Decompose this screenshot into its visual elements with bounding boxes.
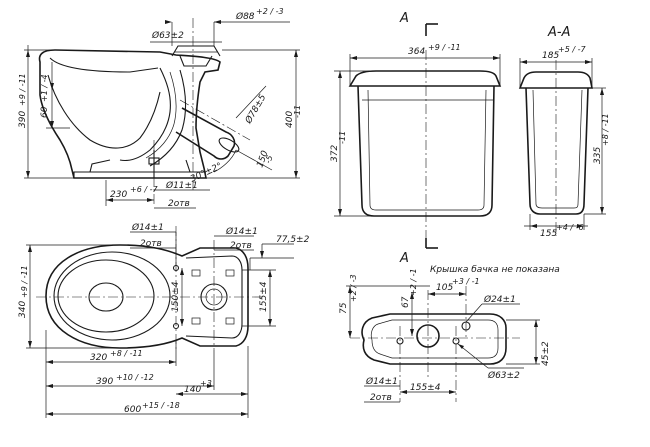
dim-bowl-width: 340	[18, 301, 28, 318]
dim-tank-depth: 45±2	[541, 341, 551, 366]
dim-tank-hole-offset: 67	[401, 296, 411, 308]
dim-bowl-height-tol: +9 / -11	[18, 73, 27, 106]
dim-rear-offset-tol: +3	[200, 379, 212, 388]
dim-holes-spacing: 150±4	[171, 281, 181, 312]
tank-plan-outline	[361, 313, 507, 365]
bowl-side-outline	[38, 49, 221, 179]
bowl-side-foot	[73, 159, 206, 178]
tank-plan-note: Крышка бачка не показана	[430, 265, 560, 275]
dim-tank-width-tol: +9 / -11	[428, 43, 461, 52]
dim-hole-back-note: 2отв	[230, 241, 252, 251]
dim-back-spacing: 155±4	[259, 281, 269, 312]
tank-front-body	[357, 85, 495, 217]
dim-section-height-tol: +8 / -11	[601, 113, 610, 146]
dim-tank-hole-offset-tol: +2 / -1	[409, 268, 418, 296]
bowl-side-trap-inner	[145, 71, 177, 159]
dim-hole-front: Ø14±1	[131, 222, 164, 233]
tank-section-body	[525, 87, 589, 215]
tank-front-lid	[348, 70, 502, 87]
dim-tank-mount-spacing: 155±4	[410, 383, 441, 393]
dim-hole-dia: Ø11±1	[165, 180, 198, 191]
dim-tank-side-offset: 75	[339, 302, 349, 314]
dim-tank-side-offset-tol: +2 / -3	[349, 274, 358, 302]
dim-section-top-width-tol: +5 / -7	[558, 45, 586, 54]
bowl-side-view: 390 +9 / -11 60 +1 / -4 400 -11 Ø63±2 Ø8…	[18, 7, 302, 209]
bowl-side-bowl-inner	[47, 74, 161, 149]
dim-inlet-dia: Ø63±2	[151, 30, 184, 41]
bowl-side-trap	[119, 67, 187, 167]
dim-section-bottom-width: 155	[540, 229, 557, 239]
dim-base-length: 230	[110, 190, 127, 200]
dim-tank-holes-spacing: 105	[436, 283, 453, 293]
dim-overall-length-tol: +15 / -18	[142, 401, 180, 410]
dim-outlet-height: 400	[285, 111, 295, 128]
dim-tank-height: 372	[330, 145, 340, 162]
dim-tank-big-hole: Ø63±2	[487, 370, 520, 381]
dim-section-height: 335	[593, 147, 603, 164]
dim-tank-mount-hole: Ø14±1	[365, 376, 398, 387]
dim-bowl-width-tol: +9 / -11	[20, 265, 29, 298]
dim-bowl-height: 390	[18, 111, 28, 128]
tank-front-view: А А 364 +9 / -11 372 -11	[330, 11, 502, 266]
bowl-plan-view: 340 +9 / -11 Ø14±1 2отв Ø14±1 2отв 150±4…	[18, 222, 310, 418]
dim-outlet-offset-tol: -5	[263, 154, 274, 165]
bowl-plan-inner	[57, 259, 155, 333]
dim-inner-length: 320	[90, 353, 107, 363]
section-title: А-А	[547, 25, 570, 40]
dim-flush-height-tol: +1 / -4	[40, 74, 49, 102]
dim-rear-offset: 140	[184, 385, 201, 395]
dim-outlet-height-tol: -11	[293, 105, 302, 118]
dim-tank-width: 364	[408, 47, 425, 57]
dim-flush-height: 60	[40, 106, 50, 118]
dim-section-top-width: 185	[542, 51, 559, 61]
section-mark-bottom: А	[399, 251, 409, 266]
dim-inner-length-tol: +8 / -11	[110, 349, 143, 358]
bowl-side-inlet	[171, 45, 221, 67]
dim-tank-mount-hole-note: 2отв	[370, 393, 392, 403]
dim-hole-note: 2отв	[168, 199, 190, 209]
dim-tank-holes-spacing-tol: +3 / -1	[452, 277, 480, 286]
dim-overall-length: 600	[124, 405, 141, 415]
dim-tank-height-tol: -11	[338, 131, 347, 144]
dim-mid-length: 390	[96, 377, 113, 387]
dim-back-offset: 77,5±2	[276, 235, 310, 245]
dim-mid-length-tol: +10 / -12	[116, 373, 154, 382]
bowl-side-rim	[49, 57, 159, 73]
bowl-plan-rim	[53, 251, 171, 341]
dim-hole-front-note: 2отв	[140, 239, 162, 249]
dim-rim-dia: Ø88	[235, 11, 255, 22]
dim-rim-dia-tol: +2 / -3	[256, 7, 284, 16]
dim-base-length-tol: +6 / -7	[130, 185, 158, 194]
dim-section-bottom-width-tol: +4 / -6	[556, 223, 584, 232]
tank-section-view: А-А 185 +5 / -7 335 +8 / -11 155 +4 / -6	[518, 25, 610, 239]
tank-section-lid	[518, 71, 593, 89]
dim-hole-back: Ø14±1	[225, 226, 258, 237]
section-mark-top: А	[399, 11, 409, 26]
bowl-side-outlet-end	[218, 137, 240, 153]
tank-plan-view: Крышка бачка не показана 75 +2 / -3 67 +…	[339, 265, 560, 403]
dim-tank-small-hole: Ø24±1	[483, 294, 516, 305]
